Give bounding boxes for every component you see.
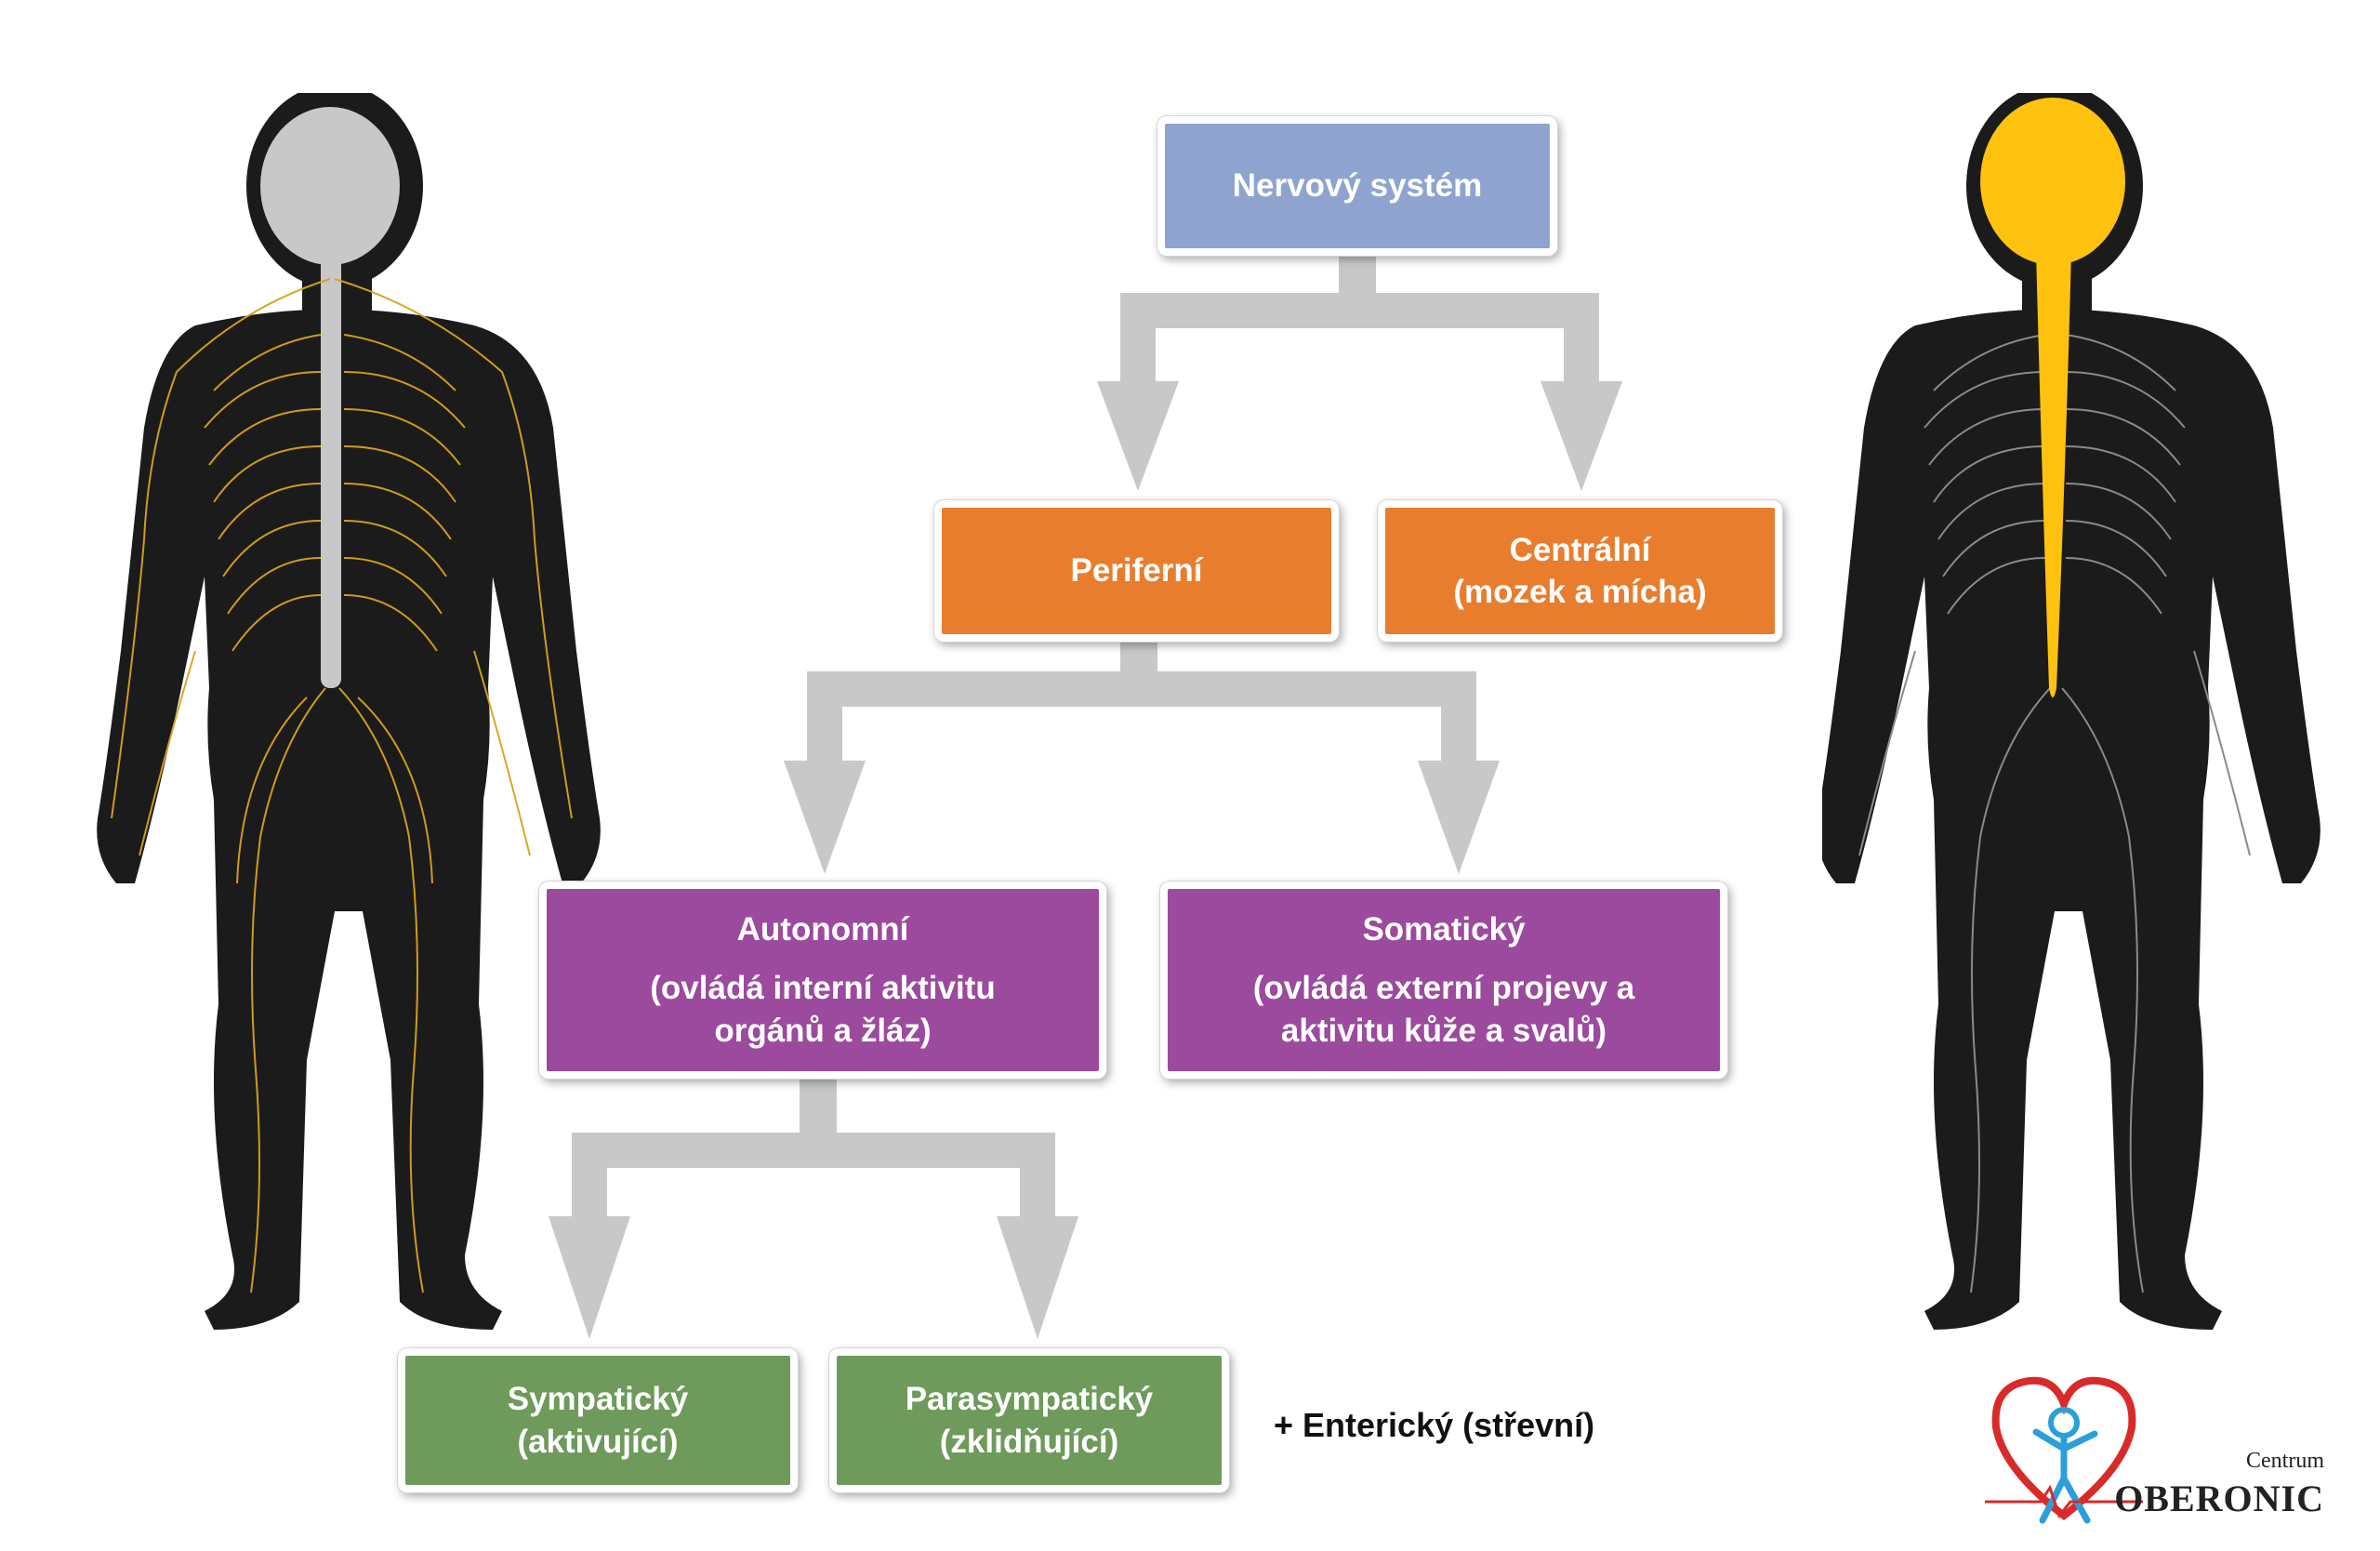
node-title: Somatický bbox=[1362, 910, 1526, 948]
logo-name-text: OBERONIC bbox=[2114, 1478, 2324, 1519]
heart-person-icon bbox=[1985, 1376, 2143, 1524]
arrow-to-autonomni bbox=[784, 761, 866, 874]
enteric-note: + Enterický (střevní) bbox=[1274, 1406, 1595, 1444]
node-title: Autonomní bbox=[736, 910, 909, 948]
node-somaticky: Somatický (ovládá externí projevy a akti… bbox=[1160, 882, 1727, 1079]
oberonic-logo: Centrum OBERONIC bbox=[1985, 1367, 2324, 1539]
arrow-to-centralni bbox=[1540, 381, 1622, 491]
node-desc-line2: orgánů a žláz) bbox=[714, 1012, 932, 1049]
node-label: Periferní bbox=[1070, 552, 1203, 590]
right-body-figure-central bbox=[1822, 93, 2320, 1330]
node-label-line2: (zklidňující) bbox=[939, 1423, 1119, 1460]
node-nervovy-system: Nervový systém bbox=[1157, 116, 1557, 256]
node-label: Nervový systém bbox=[1232, 167, 1483, 205]
left-body-figure-peripheral bbox=[97, 93, 601, 1330]
node-desc-line1: (ovládá externí projevy a bbox=[1252, 970, 1635, 1007]
arrow-to-periferni bbox=[1097, 381, 1179, 491]
node-parasympaticky: Parasympatický (zklidňující) bbox=[829, 1348, 1229, 1492]
node-label-line1: Parasympatický bbox=[905, 1381, 1154, 1417]
logo-centrum-text: Centrum bbox=[2246, 1449, 2324, 1473]
node-label-line1: Centrální bbox=[1509, 531, 1651, 568]
node-periferni: Periferní bbox=[934, 500, 1339, 642]
node-sympaticky: Sympatický (aktivující) bbox=[398, 1348, 798, 1492]
arrow-to-sympaticky bbox=[549, 1216, 630, 1339]
node-label-line2: (mozek a mícha) bbox=[1453, 574, 1707, 610]
node-label-line1: Sympatický bbox=[507, 1381, 689, 1417]
node-desc-line1: (ovládá interní aktivitu bbox=[650, 970, 996, 1007]
arrow-to-parasympaticky bbox=[997, 1216, 1078, 1339]
node-desc-line2: aktivitu kůže a svalů) bbox=[1280, 1012, 1607, 1049]
node-centralni: Centrální (mozek a mícha) bbox=[1378, 500, 1782, 642]
node-label-line2: (aktivující) bbox=[517, 1423, 679, 1460]
arrow-to-somaticky bbox=[1418, 761, 1500, 874]
node-autonomni: Autonomní (ovládá interní aktivitu orgán… bbox=[539, 882, 1106, 1079]
